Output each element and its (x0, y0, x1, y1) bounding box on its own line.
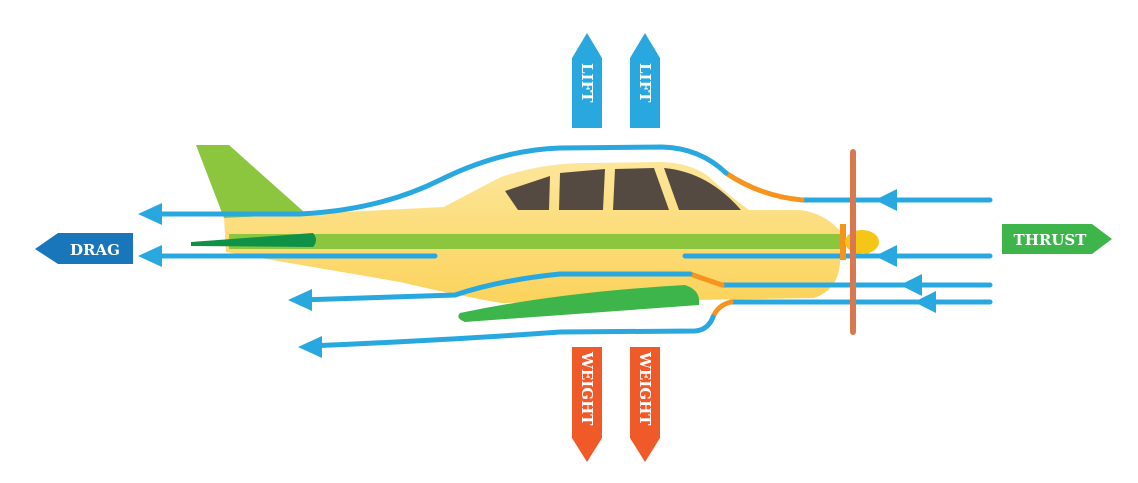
thrust-label: THRUST (1014, 231, 1088, 249)
window (613, 168, 669, 210)
thrust-arrow: THRUST (1002, 224, 1112, 254)
weight-label: WEIGHT (578, 351, 596, 426)
fuselage-stripe (229, 234, 841, 249)
propeller-plate (840, 224, 846, 260)
tail-fin (196, 145, 315, 224)
propeller (850, 149, 856, 335)
lift-arrow: LIFT (572, 33, 602, 128)
lift-arrow: LIFT (630, 33, 660, 128)
horizontal-stabilizer (191, 233, 316, 247)
airflow-middle (138, 245, 993, 267)
arrowhead-icon (288, 289, 312, 311)
weight-arrow: WEIGHT (572, 347, 602, 462)
wing (458, 285, 700, 322)
arrowhead-icon (900, 274, 922, 296)
arrowhead-icon (875, 189, 897, 211)
arrowhead-icon (138, 203, 162, 225)
weight-label: WEIGHT (636, 351, 654, 426)
lift-label: LIFT (636, 63, 654, 103)
arrowhead-icon (875, 245, 897, 267)
airflow-under-wing (298, 291, 993, 358)
window (664, 168, 741, 210)
lift-label: LIFT (578, 63, 596, 103)
weight-arrow: WEIGHT (630, 347, 660, 462)
drag-arrow: DRAG (35, 233, 133, 264)
window (559, 169, 605, 210)
arrowhead-icon (298, 336, 322, 358)
drag-label: DRAG (70, 241, 120, 259)
airflow-top (138, 144, 993, 225)
arrowhead-icon (138, 245, 162, 267)
arrowhead-icon (914, 291, 936, 313)
window (505, 176, 550, 210)
